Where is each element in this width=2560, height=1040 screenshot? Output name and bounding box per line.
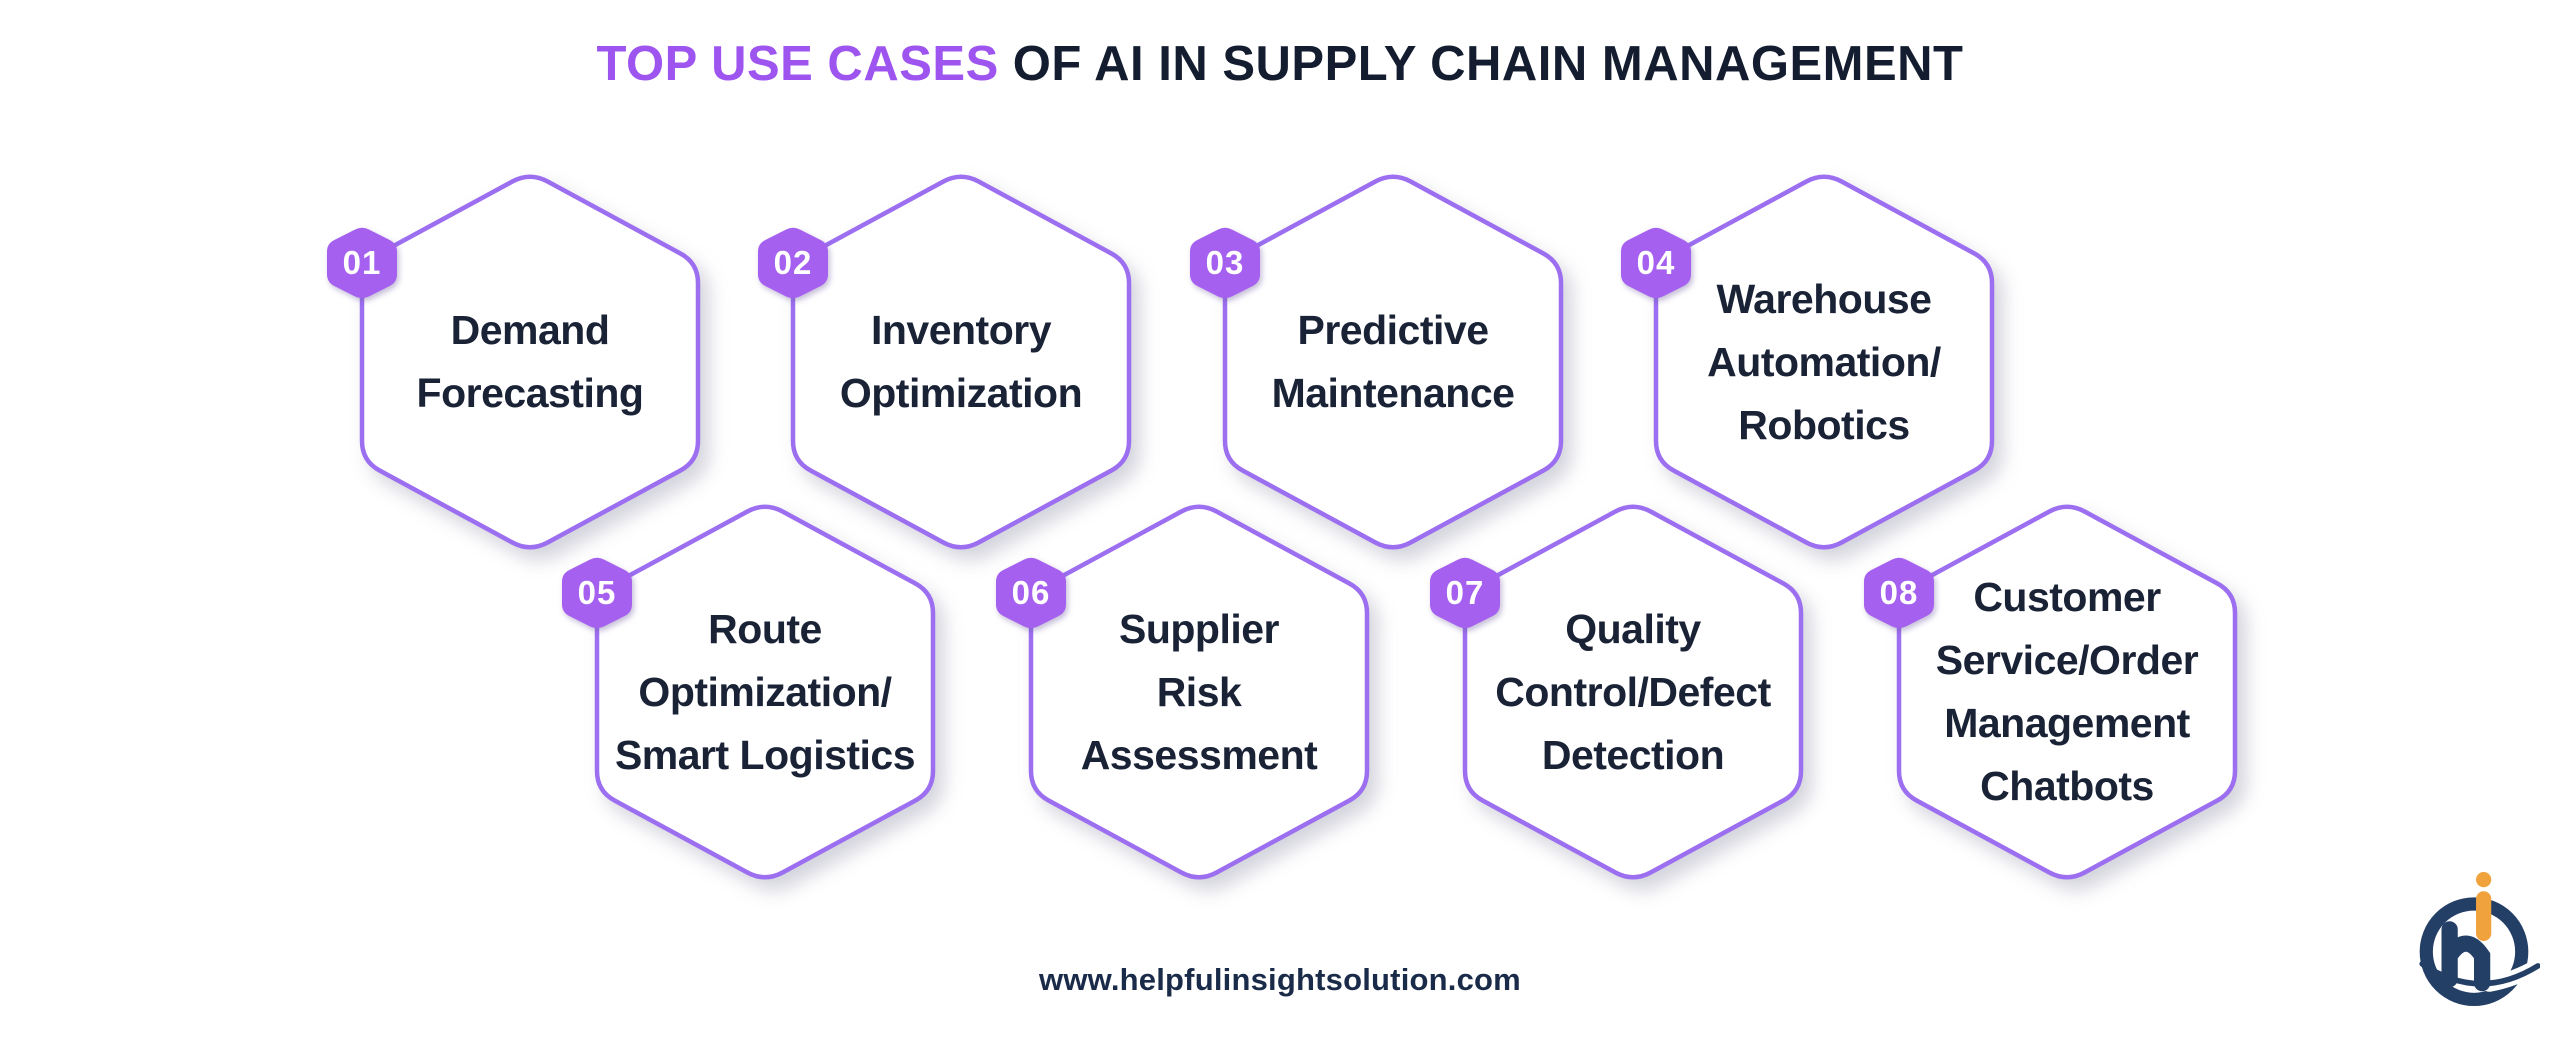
use-case-label-line: Smart Logistics: [614, 731, 916, 778]
use-case-label-line: Supplier: [1118, 605, 1280, 652]
use-case-label-line: Predictive: [1297, 307, 1490, 353]
use-case-label-line: Assessment: [1080, 731, 1318, 778]
logo-ring: [2419, 897, 2529, 1007]
use-case-number: 06: [1011, 574, 1051, 611]
use-case-number-badge: 03: [1190, 226, 1260, 300]
use-case-label-line: Risk: [1156, 668, 1242, 715]
badge-hexagon-shape: [1864, 557, 1934, 629]
use-case-label-line: Control/Defect: [1495, 668, 1771, 715]
logo-h-letter: [2441, 921, 2491, 992]
badge-hexagon-shape: [562, 557, 632, 629]
badge-hexagon-shape: [327, 227, 397, 299]
use-case-label-line: Management: [1944, 700, 2190, 746]
badge-hexagon-shape: [1430, 557, 1500, 629]
use-case-label-line: Chatbots: [1980, 763, 2154, 809]
use-case-label-line: Customer: [1973, 574, 2161, 620]
page-title-highlight: TOP USE CASES: [596, 37, 999, 91]
website-url: www.helpfulinsightsolution.com: [1039, 962, 1521, 997]
use-case-number-badge: 06: [996, 556, 1066, 630]
use-case-label-line: Service/Order: [1935, 637, 2199, 683]
use-case-number: 04: [1636, 244, 1676, 281]
page-title-rest: OF AI IN SUPPLY CHAIN MANAGEMENT: [1012, 37, 1964, 91]
use-case-number-badge: 04: [1621, 226, 1691, 300]
use-case-label-line: Forecasting: [416, 370, 644, 416]
use-case-label-line: Optimization: [839, 370, 1083, 416]
use-case-label-line: Quality: [1565, 605, 1701, 652]
use-case-number: 07: [1445, 574, 1485, 611]
use-case-number: 08: [1879, 574, 1919, 611]
use-case-label-line: Route: [708, 605, 822, 652]
company-logo: [2408, 870, 2546, 1008]
use-case-number-badge: 05: [562, 556, 632, 630]
badge-hexagon-shape: [1190, 227, 1260, 299]
use-case-number: 02: [773, 244, 813, 281]
use-case-label-line: Warehouse: [1716, 275, 1932, 322]
badge-hexagon-shape: [1621, 227, 1691, 299]
company-logo-graphic: [2419, 871, 2546, 1007]
use-case-label-line: Robotics: [1738, 401, 1910, 448]
use-case-number-badge: 02: [758, 226, 828, 300]
use-case-label-line: Maintenance: [1271, 370, 1515, 416]
use-case-number-badge: 01: [327, 226, 397, 300]
use-case-label-line: Inventory: [870, 307, 1052, 353]
use-case-number-badge: 07: [1430, 556, 1500, 630]
use-case-label-line: Optimization/: [638, 668, 892, 715]
use-case-label-line: Demand: [450, 307, 610, 353]
badge-hexagon-shape: [996, 557, 1066, 629]
use-case-number-badge: 08: [1864, 556, 1934, 630]
use-case-number: 01: [342, 244, 382, 281]
use-case-number: 03: [1205, 244, 1245, 281]
use-case-number: 05: [577, 574, 617, 611]
use-case-label-line: Automation/: [1707, 338, 1941, 385]
logo-i-dot: [2476, 871, 2492, 888]
use-case-label-line: Detection: [1541, 731, 1725, 778]
badge-hexagon-shape: [758, 227, 828, 299]
